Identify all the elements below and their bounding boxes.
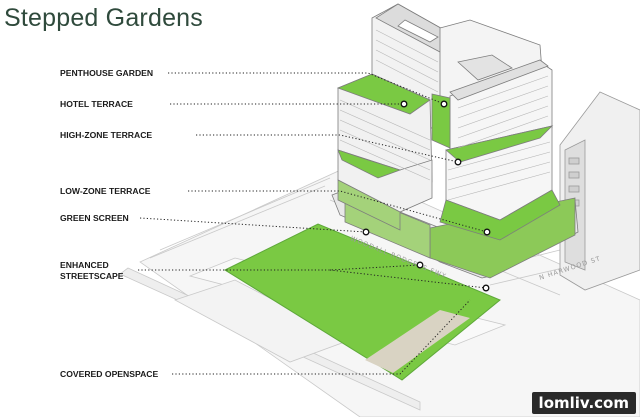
floor-line: [447, 141, 551, 171]
floor-line: [339, 119, 431, 161]
floor-line: [457, 105, 549, 139]
callout-high-zone-terrace: HIGH-ZONE TERRACE: [60, 130, 153, 140]
leader-lines: [138, 72, 488, 375]
front-tower-roof: [449, 59, 549, 101]
low-zone-terrace-green: [439, 189, 561, 241]
left-tower: [336, 73, 433, 231]
floor-line: [457, 115, 549, 149]
floor-lines: [339, 29, 551, 201]
floor-line: [339, 139, 431, 181]
callout-penthouse-garden: PENTHOUSE GARDEN: [60, 68, 154, 78]
high-zone-terrace-green: [445, 125, 554, 163]
leader-enhanced-streetscape-b: [329, 269, 487, 289]
neighbor-window: [568, 185, 580, 193]
callout-dots: [362, 100, 491, 292]
floor-line: [375, 59, 439, 93]
callout-hotel-terrace: HOTEL TERRACE: [60, 99, 133, 109]
front-tower: [431, 59, 561, 241]
green-screen-left: [337, 179, 401, 231]
road-edge: [159, 177, 331, 251]
floor-line: [457, 85, 549, 119]
floor-line: [339, 99, 431, 141]
callout-covered-openspace: COVERED OPENSPACE: [60, 369, 159, 379]
dot-green-screen: [362, 228, 370, 236]
floor-line: [375, 29, 439, 63]
gap-terrace-green: [431, 93, 451, 149]
dot-low-zone-terrace: [483, 228, 491, 236]
dot-hotel-terrace: [400, 100, 408, 108]
callout-green-screen: GREEN SCREEN: [60, 213, 129, 223]
dot-penthouse-garden: [440, 100, 448, 108]
leader-covered-openspace: [172, 299, 471, 375]
floor-line: [447, 161, 551, 191]
floor-line: [447, 151, 551, 181]
floor-line: [457, 95, 549, 129]
road-edge: [149, 185, 326, 259]
covered-openspace-lawn: [223, 223, 501, 381]
floor-line: [447, 171, 551, 201]
dot-enhanced-streetscape-a: [416, 261, 424, 269]
path-strip: [365, 310, 470, 373]
neighbor-window: [568, 157, 580, 165]
floor-line: [339, 129, 431, 171]
neighbor-window: [568, 171, 580, 179]
leader-green-screen: [139, 217, 367, 233]
floor-line: [339, 109, 431, 151]
floor-line: [457, 75, 549, 109]
dot-high-zone-terrace: [454, 158, 462, 166]
callout-enhanced-streetscape: ENHANCED STREETSCAPE: [60, 260, 124, 281]
watermark: lomliv.com: [531, 392, 636, 414]
page-title: Stepped Gardens: [4, 4, 203, 32]
floor-line: [375, 39, 439, 73]
low-zone-green-left: [337, 149, 402, 179]
roof-opening: [397, 19, 439, 43]
leader-enhanced-streetscape-a: [138, 264, 421, 271]
dot-enhanced-streetscape-b: [482, 284, 490, 292]
right-back-roof: [457, 54, 513, 81]
callout-low-zone-terrace: LOW-ZONE TERRACE: [60, 186, 151, 196]
floor-line: [375, 49, 439, 83]
leader-high-zone-terrace: [196, 134, 459, 163]
